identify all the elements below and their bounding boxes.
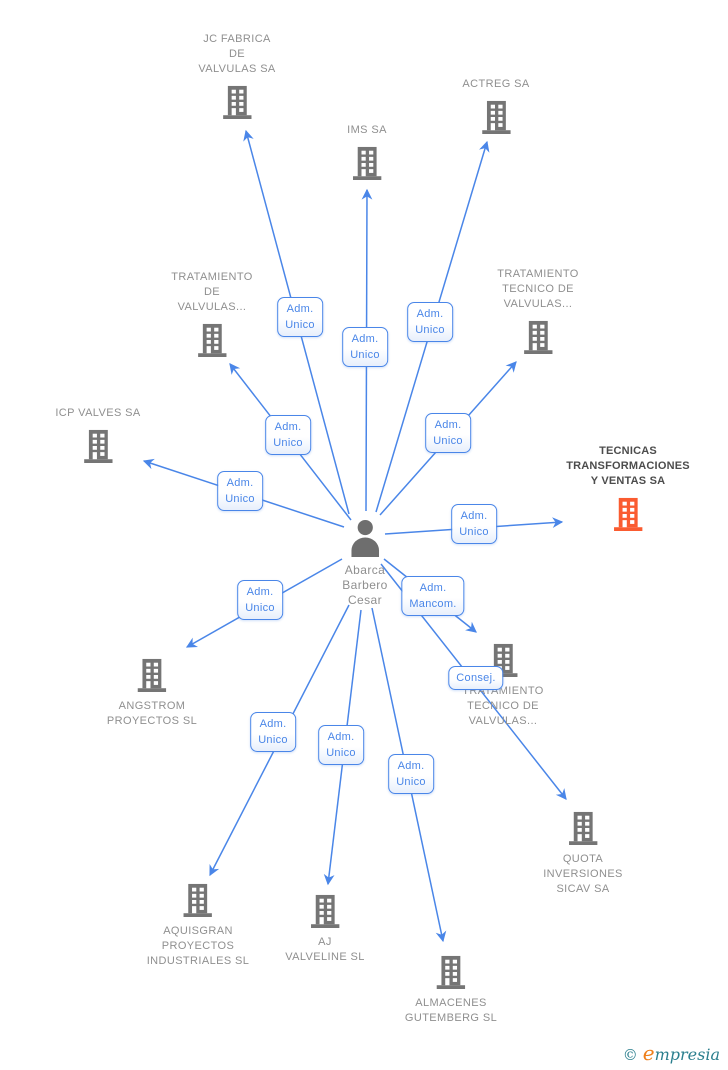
company-node-tratamiento-de-valvulas[interactable]: TRATAMIENTO DE VALVULAS... (171, 270, 252, 359)
building-icon[interactable] (521, 318, 555, 356)
building-icon[interactable] (479, 98, 513, 136)
company-label: QUOTA INVERSIONES SICAV SA (543, 853, 623, 895)
edge-label-adm-unico-tratamiento-tecnico-top: Adm. Unico (425, 413, 471, 453)
brand-first-letter: e (642, 1041, 655, 1065)
copyright-icon: © (622, 1046, 638, 1064)
company-label: TRATAMIENTO TECNICO DE VALVULAS... (462, 685, 544, 727)
edge-label-consej-quota: Consej. (448, 666, 504, 690)
edge-label-adm-unico-tratamiento-de-valvulas: Adm. Unico (265, 415, 311, 455)
company-node-actreg-sa[interactable]: ACTREG SA (462, 77, 529, 136)
building-icon[interactable] (308, 892, 342, 930)
company-label: ACTREG SA (462, 78, 530, 90)
company-node-tratamiento-tecnico-de-valvulas-top[interactable]: TRATAMIENTO TECNICO DE VALVULAS... (497, 267, 578, 356)
company-node-aj-valveline-sl[interactable]: AJ VALVELINE SL (285, 892, 365, 965)
company-node-quota-inversiones-sicav-sa[interactable]: QUOTA INVERSIONES SICAV SA (543, 809, 623, 897)
company-node-ims-sa[interactable]: IMS SA (347, 123, 387, 182)
brand-rest: mpresia (654, 1045, 720, 1064)
edge-label-adm-unico-ims: Adm. Unico (342, 327, 388, 367)
company-label: ICP VALVES SA (55, 407, 141, 419)
edge-label-adm-mancom-tratamiento-tecnico-bottom: Adm. Mancom. (401, 576, 465, 616)
empresia-logo[interactable]: © empresia (622, 1043, 720, 1064)
company-label: TRATAMIENTO TECNICO DE VALVULAS... (497, 268, 579, 310)
edge-label-adm-unico-jc-fabrica: Adm. Unico (277, 297, 323, 337)
company-label: IMS SA (347, 124, 387, 136)
brand-text: empresia (643, 1043, 720, 1064)
building-icon[interactable] (434, 953, 468, 991)
building-icon[interactable] (220, 83, 254, 121)
building-icon[interactable] (350, 144, 384, 182)
edge-label-adm-unico-aj-valveline: Adm. Unico (318, 725, 364, 765)
company-node-tecnicas-transformaciones-y-ventas-sa[interactable]: TECNICAS TRANSFORMACIONES Y VENTAS SA (566, 444, 690, 533)
company-node-jc-fabrica-de-valvulas-sa[interactable]: JC FABRICA DE VALVULAS SA (198, 32, 275, 121)
edge-label-adm-unico-almacenes: Adm. Unico (388, 754, 434, 794)
edge-label-adm-unico-tecnicas: Adm. Unico (451, 504, 497, 544)
building-icon-highlighted[interactable] (611, 495, 645, 533)
edge-label-adm-unico-aquisgran: Adm. Unico (250, 712, 296, 752)
building-icon[interactable] (135, 656, 169, 694)
building-icon[interactable] (81, 427, 115, 465)
edge-label-adm-unico-angstrom: Adm. Unico (237, 580, 283, 620)
building-icon[interactable] (195, 321, 229, 359)
company-label: AQUISGRAN PROYECTOS INDUSTRIALES SL (146, 925, 250, 967)
company-node-icp-valves-sa[interactable]: ICP VALVES SA (55, 406, 140, 465)
person-name-label: Abarca Barbero Cesar (342, 563, 388, 607)
company-label: ALMACENES GUTEMBERG SL (404, 997, 498, 1024)
company-label-highlighted: TECNICAS TRANSFORMACIONES Y VENTAS SA (566, 445, 690, 487)
company-label: AJ VALVELINE SL (285, 936, 365, 963)
company-node-angstrom-proyectos-sl[interactable]: ANGSTROM PROYECTOS SL (107, 656, 197, 729)
person-icon[interactable] (346, 517, 384, 559)
company-node-aquisgran-proyectos-industriales-sl[interactable]: AQUISGRAN PROYECTOS INDUSTRIALES SL (147, 881, 250, 969)
edge-label-adm-unico-icp-valves: Adm. Unico (217, 471, 263, 511)
person-node-abarca-barbero-cesar[interactable]: Abarca Barbero Cesar (342, 517, 388, 608)
company-label: JC FABRICA DE VALVULAS SA (198, 33, 276, 75)
company-label: ANGSTROM PROYECTOS SL (106, 700, 198, 727)
building-icon[interactable] (566, 809, 600, 847)
company-label: TRATAMIENTO DE VALVULAS... (171, 271, 253, 313)
company-node-almacenes-gutemberg-sl[interactable]: ALMACENES GUTEMBERG SL (405, 953, 497, 1026)
edge-label-adm-unico-actreg: Adm. Unico (407, 302, 453, 342)
building-icon[interactable] (181, 881, 215, 919)
